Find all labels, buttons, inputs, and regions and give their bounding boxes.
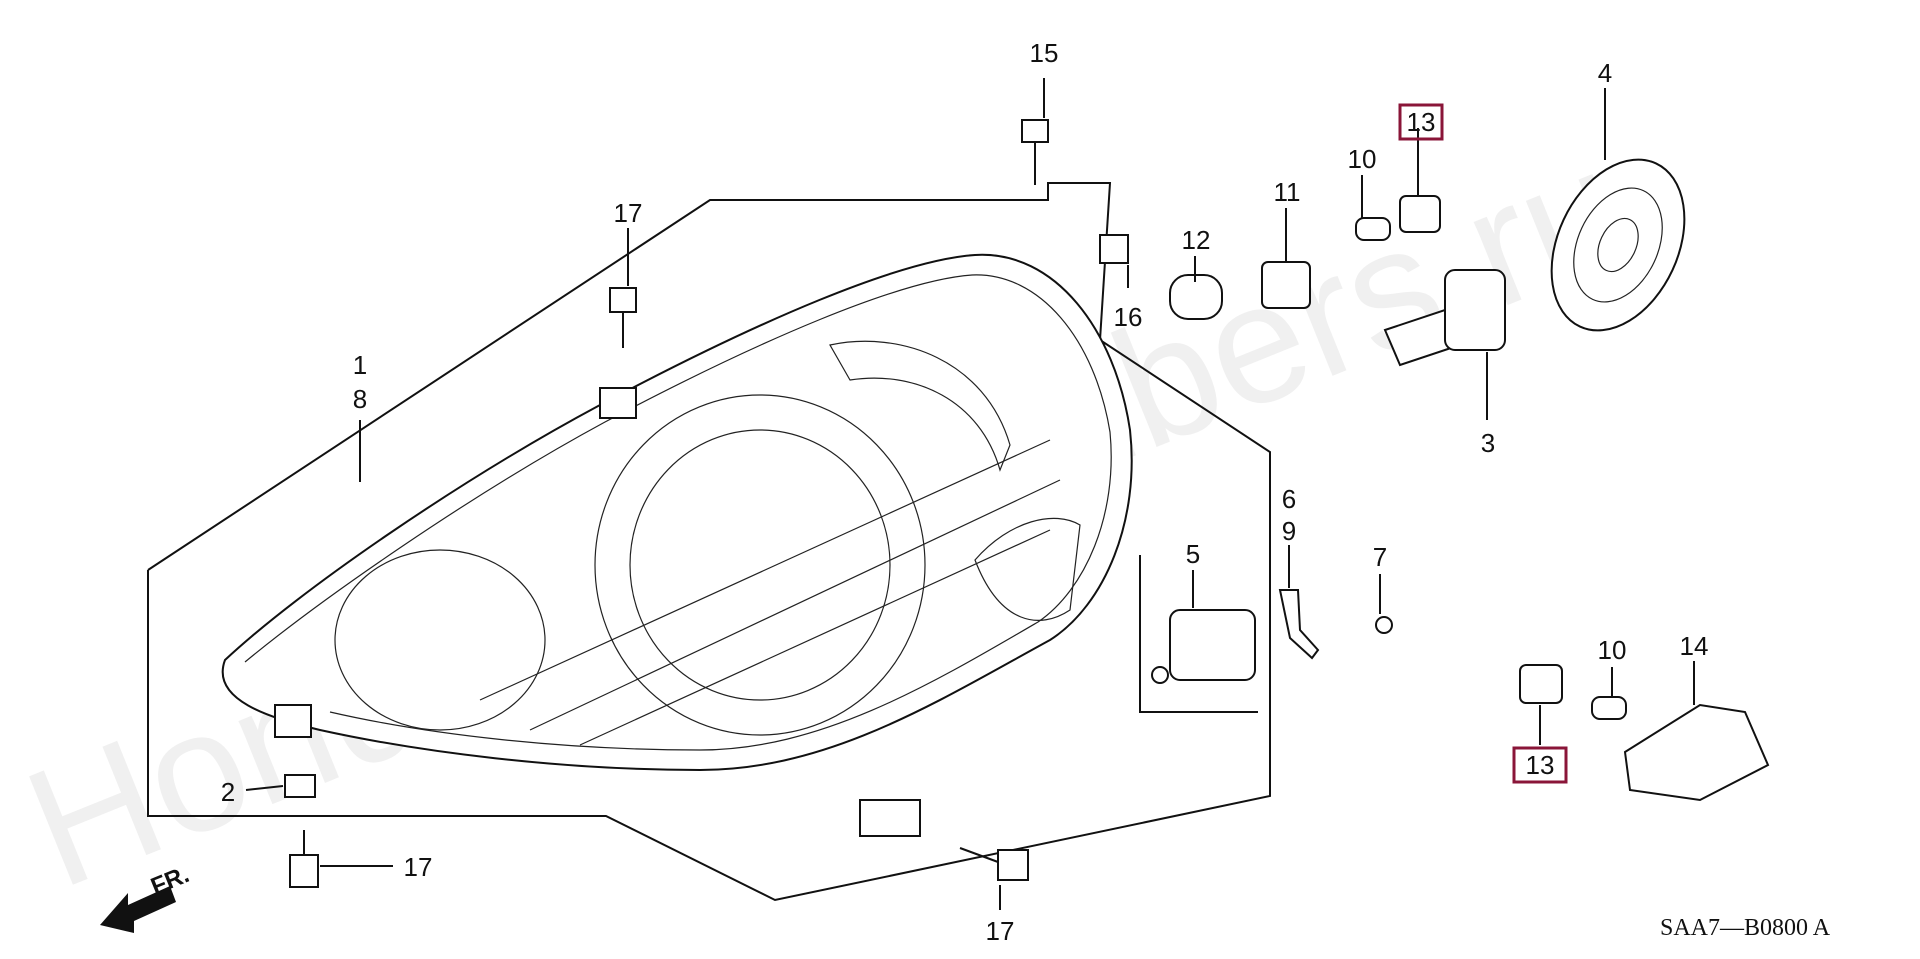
callout-10-bottom: 10 xyxy=(1598,635,1627,665)
front-arrow-icon xyxy=(100,886,176,933)
part-bolt-17-top xyxy=(609,287,637,348)
part-bulb-10-bottom xyxy=(1591,696,1627,720)
part-screw-7 xyxy=(1375,616,1393,634)
leader-lines xyxy=(245,78,1695,910)
callout-7: 7 xyxy=(1373,542,1387,572)
callout-12: 12 xyxy=(1182,225,1211,255)
callout-4: 4 xyxy=(1598,58,1612,88)
callout-2: 2 xyxy=(221,777,235,807)
callout-6: 6 xyxy=(1282,484,1296,514)
part-bolt-17-bottom-right xyxy=(959,847,1029,881)
part-socket-11 xyxy=(1261,261,1311,309)
callout-14: 14 xyxy=(1680,631,1709,661)
part-bolt-17-bottom-left xyxy=(289,830,319,888)
callout-9: 9 xyxy=(1282,516,1296,546)
part-bulb-10-top xyxy=(1355,217,1391,241)
highlight-box-13-bottom xyxy=(1512,746,1568,784)
callout-3: 3 xyxy=(1481,428,1495,458)
callout-15: 15 xyxy=(1030,38,1059,68)
part-clip-16 xyxy=(1099,234,1129,264)
callout-13-top: 13 xyxy=(1407,107,1436,137)
part-screw-15 xyxy=(1021,119,1049,185)
part-bracket-6-9 xyxy=(1278,589,1320,660)
callout-1: 1 xyxy=(353,350,367,380)
callout-11: 11 xyxy=(1274,177,1301,207)
part-actuator-5 xyxy=(1139,555,1258,713)
part-bulb-3 xyxy=(1383,269,1506,367)
callout-16: 16 xyxy=(1114,302,1143,332)
highlight-box-13-top xyxy=(1398,103,1444,141)
part-socket-13-bottom xyxy=(1519,664,1563,704)
part-socket-13-top xyxy=(1399,195,1441,233)
callout-10-top: 10 xyxy=(1348,144,1377,174)
diagram-code: SAA7—B0800 A xyxy=(1660,915,1831,941)
callout-8: 8 xyxy=(353,384,367,414)
callout-17-top: 17 xyxy=(614,198,643,228)
part-cover-4 xyxy=(1550,158,1686,332)
assembly-boundary xyxy=(147,182,1271,902)
part-nut-2 xyxy=(284,774,316,798)
callout-5: 5 xyxy=(1186,539,1200,569)
callout-17-bottom-left: 17 xyxy=(404,852,433,882)
headlight-housing xyxy=(221,253,1133,837)
callout-17-bottom-right: 17 xyxy=(986,916,1015,946)
part-side-marker-14 xyxy=(1623,703,1770,802)
callout-13-bottom: 13 xyxy=(1526,750,1555,780)
